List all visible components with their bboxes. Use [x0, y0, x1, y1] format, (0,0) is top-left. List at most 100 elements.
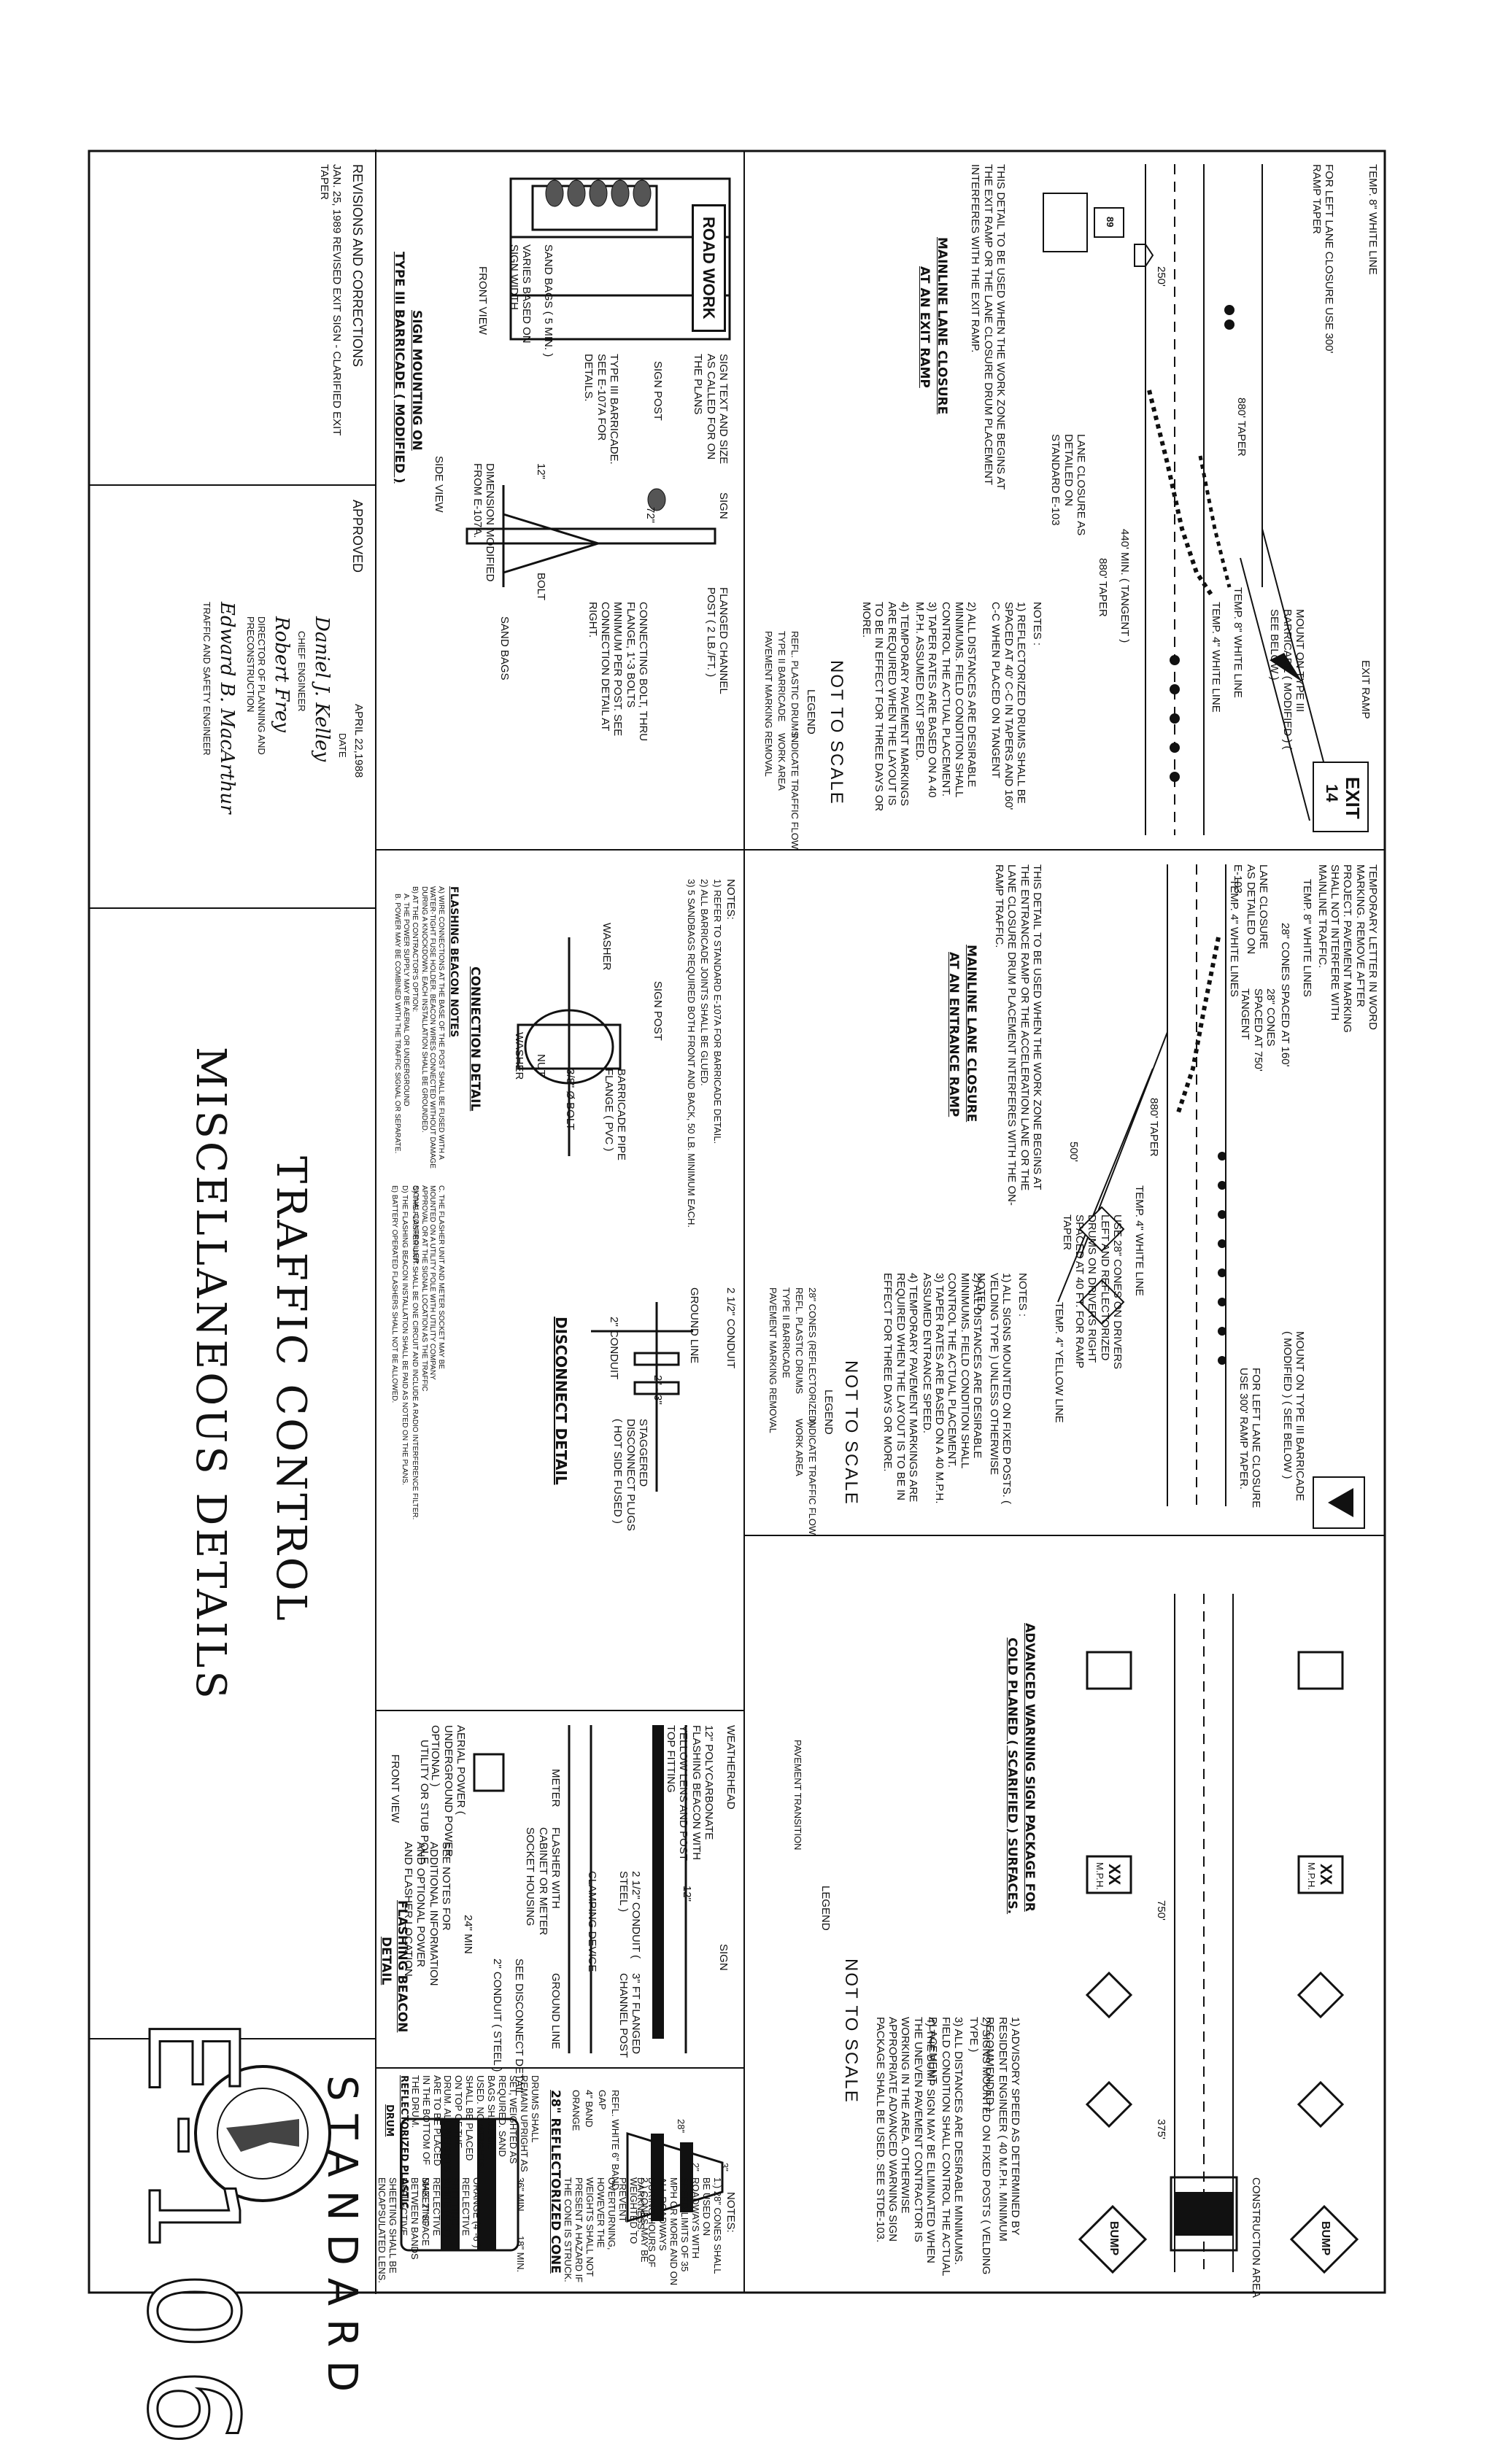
- revision-entry: JAN. 25, 1989 REVISED EXIT SIGN - CLARIF…: [317, 164, 343, 436]
- exit-caption-1: MAINLINE LANE CLOSURE: [935, 237, 949, 415]
- chief-engineer-signature: Daniel J. Kelley: [311, 616, 333, 762]
- advisory-speed-sign-bottom: XX: [1105, 1864, 1124, 1886]
- construction-area-label: CONSTRUCTION AREA: [1250, 2177, 1262, 2298]
- entrance-legend-1: 28" CONES (REFLECTORIZED): [807, 1287, 818, 1426]
- sheet-title-line-1: TRAFFIC CONTROL: [267, 1156, 314, 1624]
- exit-ramp-diagram: [1043, 164, 1369, 835]
- flashing-notes-heading: FLASHING BEACON NOTES: [448, 886, 460, 1038]
- connection-nut: NUT: [535, 1054, 547, 1077]
- approved-label: APPROVED: [350, 500, 365, 573]
- weatherhead-label: WEATHERHEAD: [725, 1725, 737, 1810]
- sign-mounting-caption-1: SIGN MOUNTING ON: [409, 310, 424, 451]
- route-shield-number: 89: [1105, 217, 1116, 228]
- front-view-label: FRONT VIEW: [476, 266, 489, 335]
- flashing-note-e: E) BATTERY OPERATED FLASHERS SHALL NOT B…: [390, 1185, 398, 1403]
- drawing-sheet: EXIT 14 89 TEMP. 8" WHITE LINE FOR LEFT …: [88, 150, 1386, 2464]
- bolt-3-8-label: 3/8" Ø BOLT: [564, 1069, 576, 1131]
- exit-note-2: 2) ALL DISTANCES ARE DESIRABLE MINIMUMS.…: [940, 602, 978, 797]
- entrance-legend-5: INDICATE TRAFFIC FLOW: [807, 1419, 818, 1535]
- disconnect-conduit-top: 2 1/2" CONDUIT: [725, 1287, 737, 1369]
- exit-note-1: 1) REFLECTORIZED DRUMS SHALL BE SPACED A…: [989, 602, 1028, 810]
- temp8-lines-label: TEMP. 8" WHITE LINES: [1301, 879, 1313, 997]
- side-view-label: SIDE VIEW: [433, 456, 445, 513]
- entrance-ramp-diagram: [1057, 864, 1365, 1529]
- entrance-taper-880: 880' TAPER: [1148, 1098, 1160, 1157]
- temp4-label: TEMP. 4" WHITE LINE: [1210, 602, 1222, 713]
- bump-legend-title: LEGEND: [819, 1886, 832, 1931]
- director-label: DIRECTOR OF PLANNING AND PRECONSTRUCTION: [245, 616, 267, 755]
- drawing-canvas: EXIT 14 89 TEMP. 8" WHITE LINE FOR LEFT …: [88, 150, 1386, 2464]
- dim-750-label: 750': [1155, 1900, 1167, 1921]
- cone-dim-2: 2": [690, 2163, 701, 2172]
- entrance-note-2: 2) ALL DISTANCES ARE DESIRABLE MINIMUMS.…: [946, 1273, 984, 1468]
- drum-dim-18: 18" MIN.: [515, 2236, 526, 2273]
- temp-letter-note: TEMPORARY LETTER IN WORD MARKING. REMOVE…: [1316, 864, 1379, 1033]
- director-signature: Robert Frey: [271, 616, 293, 732]
- see-notes-label: SEE NOTES FOR ADDITIONAL INFORMATION AND…: [402, 1842, 452, 1986]
- exit-caption-2: AT AN EXIT RAMP: [917, 266, 932, 388]
- revisions-heading: REVISIONS AND CORRECTIONS: [350, 164, 365, 368]
- beacon-caption-1: FLASHING BEACON: [395, 1900, 409, 2033]
- flashing-note-b: B) AT THE CONTRACTOR'S OPTION:: [411, 886, 419, 1012]
- cone-dim-3: 3": [719, 2163, 730, 2172]
- connection-note-2: 2) ALL BARRICADE JOINTS SHALL BE GLUED.: [699, 879, 710, 1086]
- temp4-lines-label: TEMP. 4" WHITE LINES: [1228, 879, 1240, 997]
- bump-sign-top: BUMP: [1319, 2221, 1332, 2256]
- exit-legend-3: PAVEMENT MARKING REMOVAL: [763, 631, 774, 777]
- exit-sign-text: EXIT: [1342, 777, 1364, 819]
- temp8-label: TEMP. 8" WHITE LINE: [1232, 587, 1244, 698]
- connecting-bolt-label: CONNECTING BOLT, THRU FLANGE, 1'-3 BOLTS…: [587, 602, 649, 742]
- bump-caption-1: ADVANCED WARNING SIGN PACKAGE FOR: [1022, 1623, 1037, 1912]
- drum-space: MAX. 2" SPACE BETWEEN BANDS: [409, 2177, 431, 2260]
- standard-number: E-106: [119, 2016, 266, 2464]
- connection-washer-2: WASHER: [513, 1032, 525, 1080]
- exit-notes-title: NOTES :: [1031, 602, 1043, 646]
- disconnect-ground-line: GROUND LINE: [688, 1287, 700, 1364]
- varies-label: VARIES BASED ON SIGN WIDTH: [507, 244, 533, 344]
- approval-date-value: APRIL 22,1988: [352, 704, 365, 778]
- beacon-dim-12: 12": [681, 1886, 693, 1902]
- standard-word: STANDARD: [318, 2075, 366, 2406]
- beacon-dim-24: 24" MIN: [462, 1915, 474, 1954]
- flashing-beacon-diagram: [473, 1725, 687, 2053]
- exit-legend-1: REFL. PLASTIC DRUMS: [789, 631, 800, 737]
- cone-refl-white: REFL. WHITE 6" BAND: [610, 2090, 621, 2190]
- drum-caption-2: DRUM: [384, 2104, 395, 2137]
- flashing-note-b-b: B. POWER MAY BE COMBINED WITH THE TRAFFI…: [393, 894, 401, 1154]
- entrance-note-3: 3) TAPER RATES ARE BASED ON A 40 M.P.H. …: [920, 1273, 946, 1504]
- entrance-not-to-scale: NOT TO SCALE: [841, 1360, 861, 1506]
- clamping-device: CLAMPING DEVICE: [586, 1871, 598, 1972]
- sand-bags-label: SAND BAGS ( 5 MIN. ): [542, 244, 555, 357]
- bump-note-2: 2) SIGNS MOUNTED ON FIXED POSTS ( VELDIN…: [967, 2017, 992, 2275]
- entrance-detail-note: THIS DETAIL TO BE USED WHEN THE WORK ZON…: [993, 864, 1043, 1206]
- meter-label: METER: [549, 1769, 562, 1808]
- sheet-title-line-2: MISCELLANEOUS DETAILS: [187, 1047, 234, 1702]
- beacon-front-view: FRONT VIEW: [389, 1754, 401, 1823]
- bump-note-4: 4) THE BUMP SIGN MAY BE ELIMINATED WHEN …: [874, 2017, 937, 2263]
- star-note: FOR LEFT LANE CLOSURE USE 300' RAMP TAPE…: [1310, 164, 1335, 354]
- disconnect-conduit-2: 2" CONDUIT: [608, 1317, 620, 1380]
- beacon-ground-line: GROUND LINE: [549, 1973, 562, 2050]
- entrance-caption-1: MAINLINE LANE CLOSURE: [964, 945, 978, 1123]
- connection-caption: CONNECTION DETAIL: [468, 966, 482, 1112]
- entrance-legend-3: TYPE II BARRICADE: [781, 1287, 792, 1379]
- connection-note-1: 1) REFER TO STANDARD E-107A FOR BARRICAD…: [712, 879, 723, 1144]
- cones-160-label: 28" CONES SPACED AT 160': [1279, 923, 1291, 1067]
- polycarbonate-label: 12" POLYCARBONATE FLASHING BEACON WITH Y…: [665, 1725, 715, 1861]
- exit-note-4: 4) TEMPORARY PAVEMENT MARKINGS ARE REQUI…: [860, 602, 911, 812]
- cones-750-label: 28" CONES SPACED AT 750' TANGENT: [1239, 988, 1278, 1072]
- bump-sign-bottom: BUMP: [1108, 2221, 1120, 2256]
- barricade-pipe-label: BARRICADE PIPE FLANGE ( PVC ): [602, 1069, 627, 1161]
- connection-detail-diagram: [517, 937, 622, 1156]
- cone-notes-title: NOTES:: [725, 2192, 737, 2233]
- cone-gap: GAP: [597, 2090, 608, 2110]
- exit-legend-5: WORK AREA: [776, 733, 787, 791]
- flashing-note-b-a: A. THE POWER SUPPLY MAY BE AERIAL OR UND…: [402, 894, 410, 1107]
- approval-date-label: DATE: [337, 733, 348, 758]
- beacon-caption-2: DETAIL: [379, 1937, 393, 1985]
- entrance-legend-2: REFL. PLASTIC DRUMS: [794, 1287, 805, 1394]
- beacon-channel: 3" FT FLANGED CHANNEL POST: [617, 1973, 642, 2058]
- connection-sign-post: SIGN POST: [652, 981, 664, 1041]
- flashing-note-c: C) THE FLASHER UNIT SHALL BE ONE CIRCUIT…: [411, 1185, 419, 1520]
- sign-mounting-caption-2: TYPE III BARRICADE ( MODIFIED ): [392, 252, 406, 484]
